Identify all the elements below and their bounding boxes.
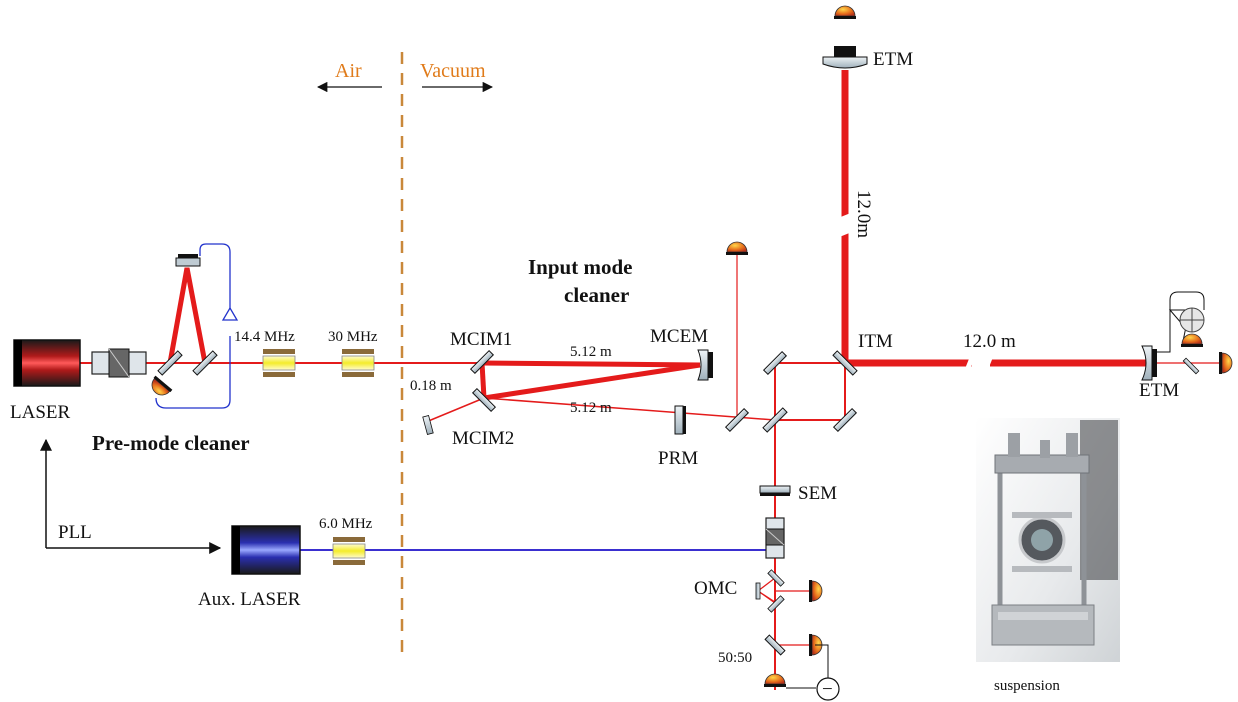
omc-label: OMC [694, 578, 737, 599]
subtraction-wiring [786, 644, 829, 689]
mcem-label: MCEM [650, 326, 708, 347]
laser-label: LASER [10, 402, 71, 423]
pmc-output-mirror [192, 350, 218, 376]
faraday-isolator [91, 348, 147, 378]
pickoff-mirror [724, 407, 750, 433]
etm-y-photodetector [834, 5, 856, 19]
splitter-label: 50:50 [718, 650, 752, 666]
omc-mirror-upper [767, 569, 785, 587]
main-beam-path [80, 70, 1222, 690]
pmc-input-mirror [157, 350, 183, 376]
pickoff-photodetector [726, 241, 748, 255]
etm-x-photodetector [1181, 333, 1203, 347]
y-arm-length-label: 12.0m [853, 190, 874, 238]
itm-label: ITM [858, 331, 893, 352]
suspension-caption: suspension [994, 678, 1060, 694]
pmc-end-mirror [175, 254, 201, 267]
x-arm-break [965, 357, 993, 369]
imc-length-lower: 5.12 m [570, 400, 612, 416]
pmc-label: Pre-mode cleaner [92, 431, 250, 455]
subtractor-symbol: − [822, 679, 833, 700]
aux-laser-label: Aux. LASER [198, 589, 301, 610]
prm-label: PRM [658, 448, 698, 469]
subtractor-circle [816, 677, 840, 701]
imc-length-upper: 5.12 m [570, 344, 612, 360]
vacuum-label: Vacuum [420, 60, 486, 82]
mcim1-mirror [469, 349, 495, 375]
prm-mirror [674, 405, 686, 435]
omc-mirror-lower [767, 595, 785, 613]
eom1-label: 14.4 MHz [234, 329, 295, 345]
eom2-label: 30 MHz [328, 329, 378, 345]
imc-label-line1: Input mode [528, 255, 632, 279]
steering-mirror [422, 415, 434, 435]
mcim2-mirror [471, 387, 497, 413]
mcim2-label: MCIM2 [452, 428, 514, 449]
air-label: Air [335, 60, 362, 82]
eom-14-4mhz [262, 349, 296, 377]
omc-transmission-photodetector [809, 580, 823, 602]
mcim1-label: MCIM1 [450, 329, 512, 350]
mcem-mirror [697, 349, 713, 381]
aux-eom-label: 6.0 MHz [319, 516, 373, 532]
pll-arrow [40, 438, 222, 554]
etm-x-pickoff [1182, 357, 1200, 375]
pmc-servo-loop [155, 243, 239, 409]
suspension-photo [976, 418, 1120, 662]
y-arm-break [839, 213, 851, 237]
etm-x-label: ETM [1139, 380, 1179, 401]
eom-30mhz [341, 349, 375, 377]
imc-label-line2: cleaner [564, 283, 629, 307]
balanced-pd-bottom [764, 673, 786, 687]
sem-label: SEM [798, 483, 837, 504]
main-laser [13, 339, 81, 387]
etm-x-mirror [1141, 345, 1157, 381]
quadrant-photodetector [1179, 307, 1205, 333]
imc-spacing: 0.18 m [410, 378, 452, 394]
etm-y-mirror [822, 46, 868, 69]
etm-y-label: ETM [873, 49, 913, 70]
itm-mirror [832, 350, 858, 376]
sem-mirror [759, 485, 791, 496]
pmc-photodetector [151, 375, 173, 396]
beam-splitter [762, 407, 788, 433]
combining-beamsplitter-cube [765, 517, 785, 559]
x-arm-length-label: 12.0 m [963, 331, 1016, 352]
recycling-mirror-top-left [762, 350, 788, 376]
recycling-mirror-bottom-right [832, 407, 858, 433]
omc-input-mirror [755, 582, 761, 600]
fifty-fifty-splitter [764, 634, 786, 656]
eom-6mhz [332, 537, 366, 565]
aux-laser [231, 525, 301, 575]
pll-label: PLL [58, 522, 92, 543]
transmission-photodetector [1219, 352, 1233, 374]
